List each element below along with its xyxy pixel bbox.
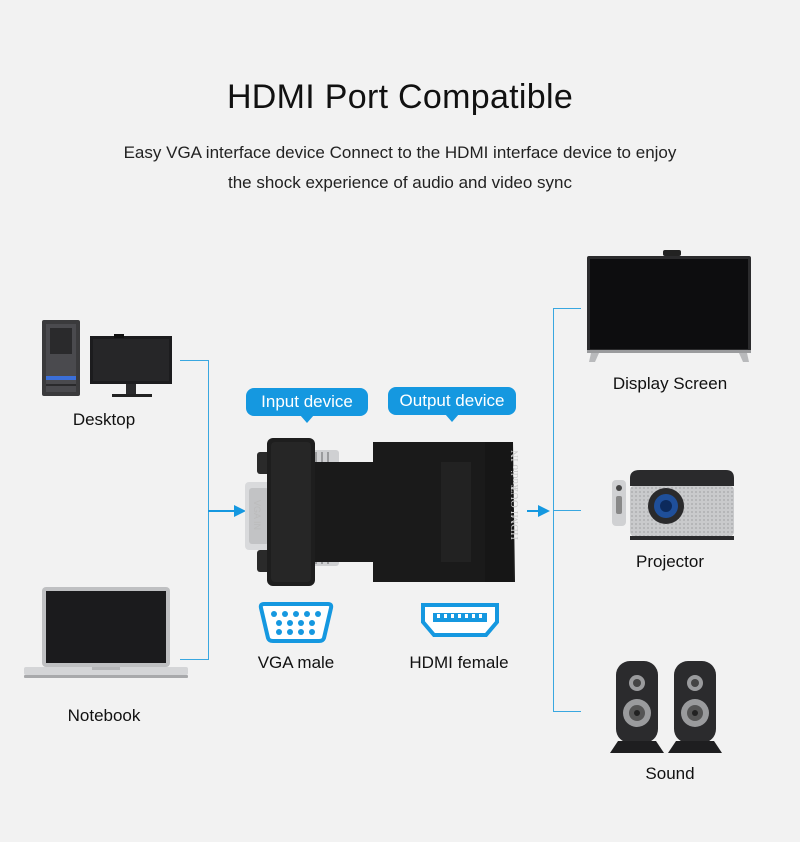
vga-port-icon [258,602,334,643]
vga-hdmi-adapter [245,432,525,592]
hdmi-out-text: HDMI OUT [509,485,521,540]
page-title: HDMI Port Compatible [226,78,574,116]
connector-line [180,659,208,660]
notebook-label: Notebook [67,706,141,725]
hdmi-female-label: HDMI female [409,653,509,672]
projector-illustration [610,466,740,546]
input-device-badge: Input device [246,388,368,423]
vga-in-text: VGA IN [252,500,262,531]
connector-line [527,510,539,512]
hdmi-port-icon-wrap [420,602,500,638]
tv-icon [587,250,751,362]
audio-in-text: Audio IN [509,450,521,492]
vga-male-label: VGA male [257,653,335,672]
vga-port-icon-wrap [258,600,334,644]
speaker-icon [610,661,722,753]
output-device-badge-text: Output device [399,391,505,410]
subtitle-line-2: the shock experience of audio and video … [227,173,572,192]
desktop-tower-icon [42,320,172,397]
subtitle-line-1: Easy VGA interface device Connect to the… [123,143,677,162]
input-device-badge-text: Input device [261,392,353,411]
adapter-image [245,438,515,586]
connector-line [553,711,581,712]
projector-icon [612,470,734,540]
projector-label: Projector [635,552,705,571]
sound-label: Sound [645,764,695,783]
desktop-illustration [40,318,180,400]
arrow-right-icon [234,505,246,517]
sound-illustration [608,657,724,757]
badge-pointer [445,414,459,422]
badge-pointer [300,415,314,423]
connector-line [553,510,581,511]
laptop-icon [24,587,188,678]
hdmi-port-icon [421,603,499,637]
notebook-illustration [22,585,192,695]
display-screen-label: Display Screen [612,374,728,393]
display-screen-illustration [585,250,755,365]
connector-line [208,510,234,512]
connector-line [553,308,581,309]
arrow-right-icon [538,505,550,517]
desktop-label: Desktop [72,410,136,429]
output-device-badge: Output device [388,387,516,422]
connector-line [180,360,208,361]
